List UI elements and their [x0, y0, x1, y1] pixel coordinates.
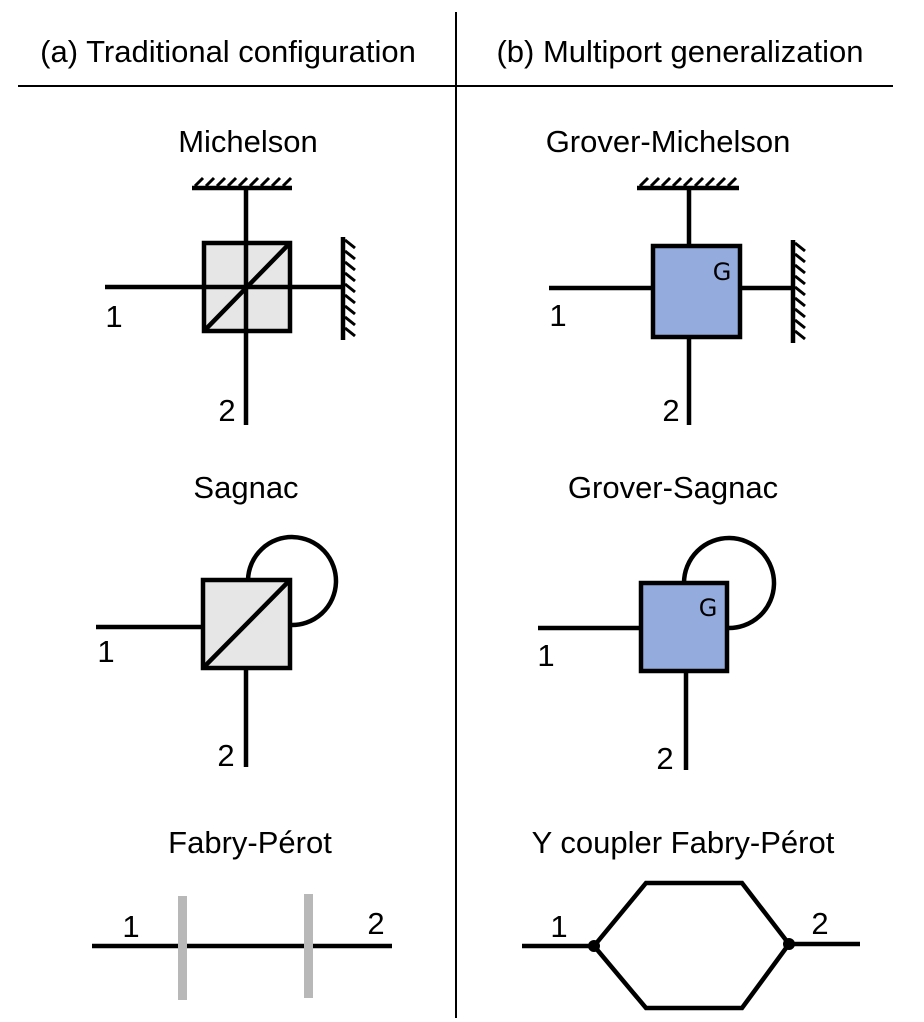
michelson-splitter-diagonal — [202, 241, 292, 333]
michelson-title: Michelson — [178, 124, 318, 159]
grover-michelson-port-1: 1 — [549, 298, 566, 333]
michelson-right-mirror — [340, 237, 356, 340]
grover-michelson-diagram: Grover-Michelson — [546, 124, 806, 428]
grover-michelson-device-label: G — [713, 258, 732, 286]
michelson-diagram: Michelson — [105, 124, 356, 428]
y-coupler-title: Y coupler Fabry-Pérot — [532, 825, 835, 860]
fabry-perot-left-mirror — [178, 896, 187, 1000]
grover-michelson-top-mirror — [637, 176, 739, 191]
fabry-perot-right-mirror — [304, 894, 313, 998]
michelson-port-2: 2 — [218, 393, 235, 428]
sagnac-loop — [245, 534, 339, 628]
grover-sagnac-coupler — [638, 580, 730, 674]
sagnac-title: Sagnac — [193, 470, 298, 505]
michelson-port-1: 1 — [105, 299, 122, 334]
sagnac-port-2: 2 — [217, 738, 234, 773]
grover-sagnac-loop — [681, 535, 777, 631]
grover-sagnac-port-2: 2 — [656, 741, 673, 776]
grover-sagnac-title: Grover-Sagnac — [568, 470, 778, 505]
grover-michelson-title: Grover-Michelson — [546, 124, 791, 159]
fabry-perot-port-1: 1 — [122, 909, 139, 944]
grover-michelson-coupler — [650, 243, 743, 340]
grover-michelson-right-mirror — [790, 240, 806, 343]
sagnac-diagram: Sagnac 1 2 — [96, 470, 339, 773]
y-coupler-port-1: 1 — [550, 909, 567, 944]
y-coupler-cavity — [591, 880, 792, 1011]
grover-sagnac-diagram: Grover-Sagnac G 1 2 — [537, 470, 778, 776]
header-traditional: (a) Traditional configuration — [40, 34, 416, 69]
y-coupler-left-junction — [588, 940, 600, 952]
grover-sagnac-device-label: G — [699, 594, 718, 622]
grover-michelson-port-2: 2 — [662, 393, 679, 428]
y-coupler-right-junction — [783, 938, 795, 950]
grover-sagnac-port-1: 1 — [537, 638, 554, 673]
header-multiport: (b) Multiport generalization — [496, 34, 863, 69]
michelson-top-mirror — [192, 176, 293, 191]
fabry-perot-diagram: Fabry-Pérot 1 2 — [92, 825, 392, 1000]
fabry-perot-title: Fabry-Pérot — [168, 825, 332, 860]
y-coupler-port-2: 2 — [811, 906, 828, 941]
sagnac-port-1: 1 — [97, 634, 114, 669]
fabry-perot-port-2: 2 — [367, 906, 384, 941]
y-coupler-diagram: Y coupler Fabry-Pérot 1 2 — [522, 825, 860, 1011]
sagnac-splitter-diagonal — [201, 578, 292, 670]
